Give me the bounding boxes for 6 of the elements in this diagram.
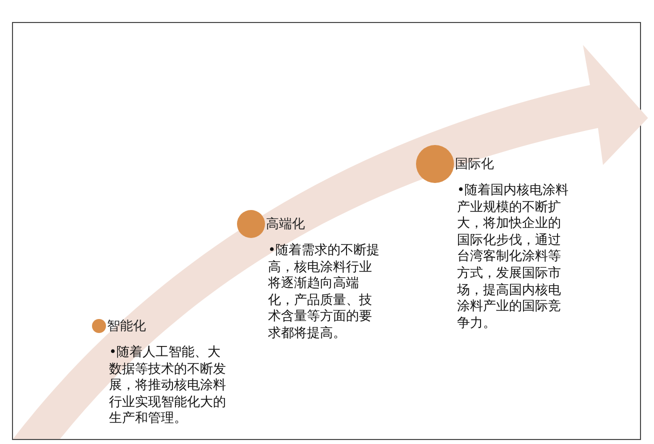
stage-description: •随着国内核电涂料产业规模的不断扩大，将加快企业的国际化步伐，通过台湾客制化涂料等方式，发展国际市场，提高国内核电涂料产业的国际竞争力。: [457, 183, 570, 332]
stage-heading: 国际化: [455, 156, 495, 173]
stage-description: •随着需求的不断提高，核电涂料行业将逐渐趋向高端化，产品质量、技术含量等方面的要求都将提高。: [268, 243, 381, 343]
stage-description: •随着人工智能、大数据等技术的不断发展，将推动核电涂料行业实现智能化大的生产和管理。: [109, 345, 227, 428]
stage-heading: 高端化: [266, 216, 306, 233]
stage-heading: 智能化: [107, 318, 147, 335]
